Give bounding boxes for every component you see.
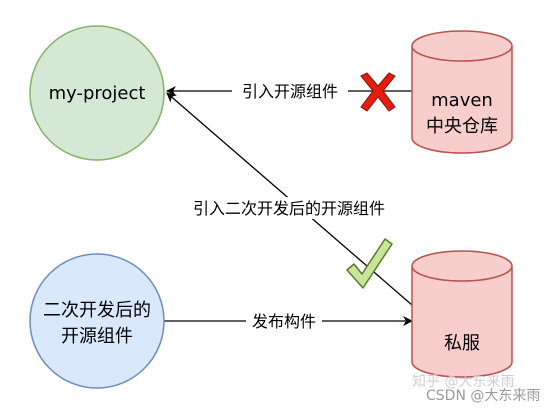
check-icon bbox=[346, 238, 393, 289]
node-my-project: my-project bbox=[29, 25, 165, 161]
watermark-csdn: CSDN @大东来雨 bbox=[426, 388, 540, 404]
edge-secondary-to-private: 发布构件 bbox=[162, 310, 413, 332]
watermark-zhihu: 知乎 @大东来雨 bbox=[412, 373, 514, 390]
edge-maven-to-project: 引入开源组件 bbox=[166, 80, 412, 102]
node-label-secondary-line1: 二次开发后的 bbox=[43, 300, 151, 321]
edge-private-to-project: 引入二次开发后的开源组件 bbox=[166, 92, 413, 306]
node-secondary-component: 二次开发后的 开源组件 bbox=[29, 253, 165, 389]
node-label-secondary-line2: 开源组件 bbox=[61, 326, 133, 347]
edge-label-maven-to-project: 引入开源组件 bbox=[242, 82, 338, 101]
node-label-maven-line1: maven bbox=[431, 90, 493, 111]
node-maven-central: maven 中央仓库 bbox=[411, 30, 513, 154]
node-label-maven-line2: 中央仓库 bbox=[426, 116, 498, 137]
edge-label-private-to-project: 引入二次开发后的开源组件 bbox=[193, 199, 385, 218]
node-label-private: 私服 bbox=[444, 333, 480, 354]
cross-icon bbox=[360, 72, 396, 112]
edge-label-secondary-to-private: 发布构件 bbox=[252, 312, 316, 331]
node-private-repo: 私服 bbox=[411, 250, 513, 378]
node-label-my-project: my-project bbox=[49, 83, 146, 104]
